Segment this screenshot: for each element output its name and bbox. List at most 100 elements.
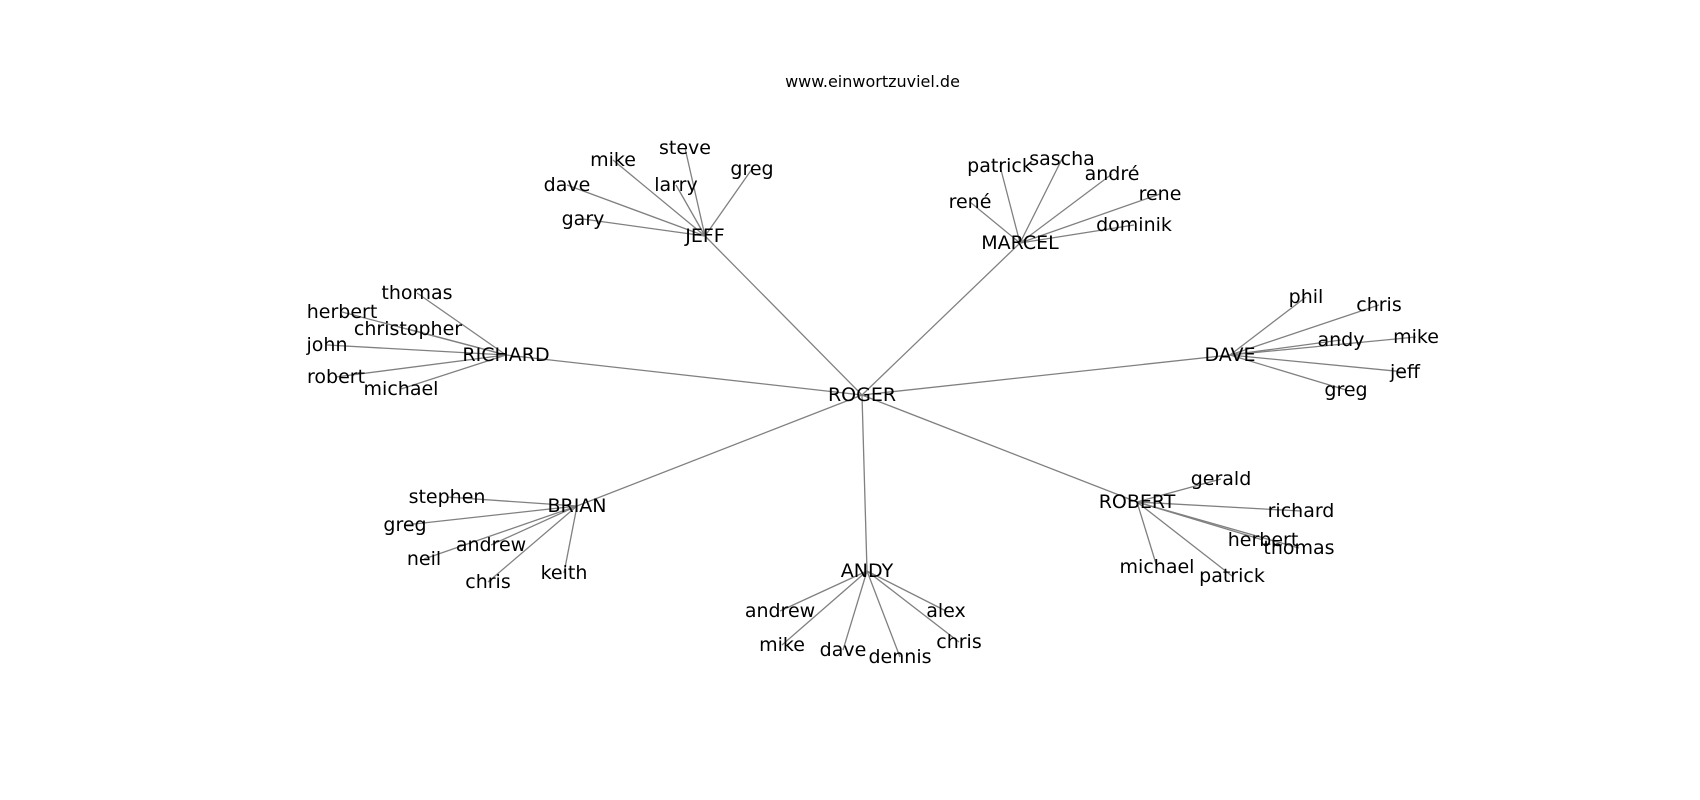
- leaf-node-label: patrick: [967, 155, 1033, 177]
- edge-brian-5: [563, 505, 578, 574]
- leaf-node-label: michael: [364, 378, 439, 400]
- edge-marcel-0: [1019, 158, 1063, 244]
- group-node-label: DAVE: [1204, 344, 1255, 366]
- group-node-label: MARCEL: [981, 232, 1059, 254]
- edge-root-jeff: [704, 235, 863, 396]
- leaf-node-label: gary: [562, 208, 605, 230]
- edge-richard-3: [326, 344, 507, 356]
- edge-dave-5: [1229, 354, 1347, 391]
- labels-layer: ROGERJEFFstevemikelarrygregdavegaryMARCE…: [306, 137, 1439, 668]
- leaf-node-label: dave: [820, 639, 867, 661]
- edge-brian-3: [423, 505, 578, 560]
- leaf-node-label: john: [306, 334, 348, 356]
- edge-andy-1: [866, 570, 947, 612]
- leaf-node-label: stephen: [409, 486, 486, 508]
- group-node-label: RICHARD: [462, 344, 549, 366]
- leaf-node-label: dominik: [1096, 214, 1172, 236]
- leaf-node-label: richard: [1268, 500, 1335, 522]
- edge-jeff-3: [704, 168, 753, 237]
- edge-dave-0: [1229, 296, 1307, 356]
- leaf-node-label: chris: [465, 571, 510, 593]
- edge-robert-1: [1136, 501, 1302, 512]
- edge-andy-2: [866, 570, 960, 643]
- edge-root-richard: [505, 354, 863, 396]
- leaf-node-label: mike: [590, 149, 636, 171]
- edge-richard-4: [335, 354, 507, 378]
- leaf-node-label: michael: [1120, 556, 1195, 578]
- leaf-node-label: larry: [654, 174, 697, 196]
- edge-jeff-5: [582, 218, 706, 237]
- leaf-node-label: alex: [926, 600, 966, 622]
- leaf-node-label: mike: [759, 634, 805, 656]
- edge-dave-2: [1229, 336, 1417, 356]
- edge-robert-5: [1136, 501, 1233, 577]
- edge-robert-4: [1136, 501, 1158, 568]
- leaf-node-label: andré: [1085, 163, 1140, 185]
- edge-jeff-2: [675, 184, 706, 237]
- leaf-node-label: gerald: [1191, 468, 1252, 490]
- edge-dave-1: [1229, 304, 1380, 356]
- group-node-label: ANDY: [841, 560, 894, 582]
- edge-brian-4: [487, 505, 578, 583]
- leaf-node-label: chris: [936, 631, 981, 653]
- edge-root-robert: [861, 394, 1138, 503]
- group-node-label: ROBERT: [1099, 491, 1176, 513]
- edge-brian-2: [490, 505, 578, 546]
- edge-andy-0: [779, 570, 868, 612]
- diagram-title: www.einwortzuviel.de: [785, 72, 960, 91]
- leaf-node-label: christopher: [354, 318, 462, 340]
- leaf-node-label: andrew: [456, 534, 526, 556]
- edge-root-brian: [576, 394, 863, 507]
- edge-marcel-4: [969, 201, 1021, 244]
- leaf-node-label: dave: [544, 174, 591, 196]
- edge-jeff-4: [566, 184, 706, 237]
- leaf-node-label: jeff: [1389, 361, 1421, 383]
- edge-marcel-1: [999, 165, 1021, 244]
- edge-robert-3: [1136, 501, 1300, 549]
- leaf-node-label: andrew: [745, 600, 815, 622]
- group-node-label: BRIAN: [547, 495, 606, 517]
- edges-layer: [326, 147, 1417, 658]
- leaf-node-label: thomas: [1263, 537, 1334, 559]
- edge-marcel-3: [1019, 193, 1161, 244]
- edge-marcel-2: [1019, 173, 1113, 244]
- edge-brian-1: [404, 505, 578, 526]
- edge-jeff-1: [612, 159, 706, 237]
- leaf-node-label: phil: [1289, 286, 1324, 308]
- edge-dave-3: [1229, 339, 1342, 356]
- edge-brian-0: [446, 496, 578, 507]
- leaf-node-label: dennis: [868, 646, 931, 668]
- edge-andy-3: [781, 570, 868, 646]
- leaf-node-label: chris: [1356, 294, 1401, 316]
- edge-root-marcel: [861, 242, 1021, 396]
- edge-andy-5: [866, 570, 901, 658]
- edge-richard-0: [416, 292, 507, 356]
- root-node-label: ROGER: [828, 384, 896, 406]
- leaf-node-label: andy: [1318, 329, 1365, 351]
- edge-marcel-5: [1019, 224, 1135, 244]
- edge-root-andy: [861, 394, 868, 572]
- edge-richard-5: [400, 354, 507, 390]
- leaf-node-label: sascha: [1029, 148, 1095, 170]
- edge-dave-4: [1229, 354, 1406, 373]
- leaf-node-label: thomas: [381, 282, 452, 304]
- leaf-node-label: mike: [1393, 326, 1439, 348]
- leaf-node-label: greg: [383, 514, 426, 536]
- group-node-label: JEFF: [684, 225, 724, 247]
- edge-robert-0: [1136, 478, 1222, 503]
- edge-andy-4: [842, 570, 868, 651]
- edge-richard-2: [407, 328, 507, 356]
- edge-jeff-0: [684, 147, 706, 237]
- leaf-node-label: greg: [1324, 379, 1367, 401]
- leaf-node-label: rene: [1139, 183, 1182, 205]
- leaf-node-label: herbert: [307, 301, 378, 323]
- leaf-node-label: robert: [307, 366, 365, 388]
- leaf-node-label: neil: [407, 548, 441, 570]
- leaf-node-label: rené: [949, 191, 992, 213]
- leaf-node-label: greg: [730, 158, 773, 180]
- edge-root-dave: [861, 354, 1231, 396]
- leaf-node-label: patrick: [1199, 565, 1265, 587]
- leaf-node-label: keith: [541, 562, 588, 584]
- leaf-node-label: herbert: [1228, 529, 1299, 551]
